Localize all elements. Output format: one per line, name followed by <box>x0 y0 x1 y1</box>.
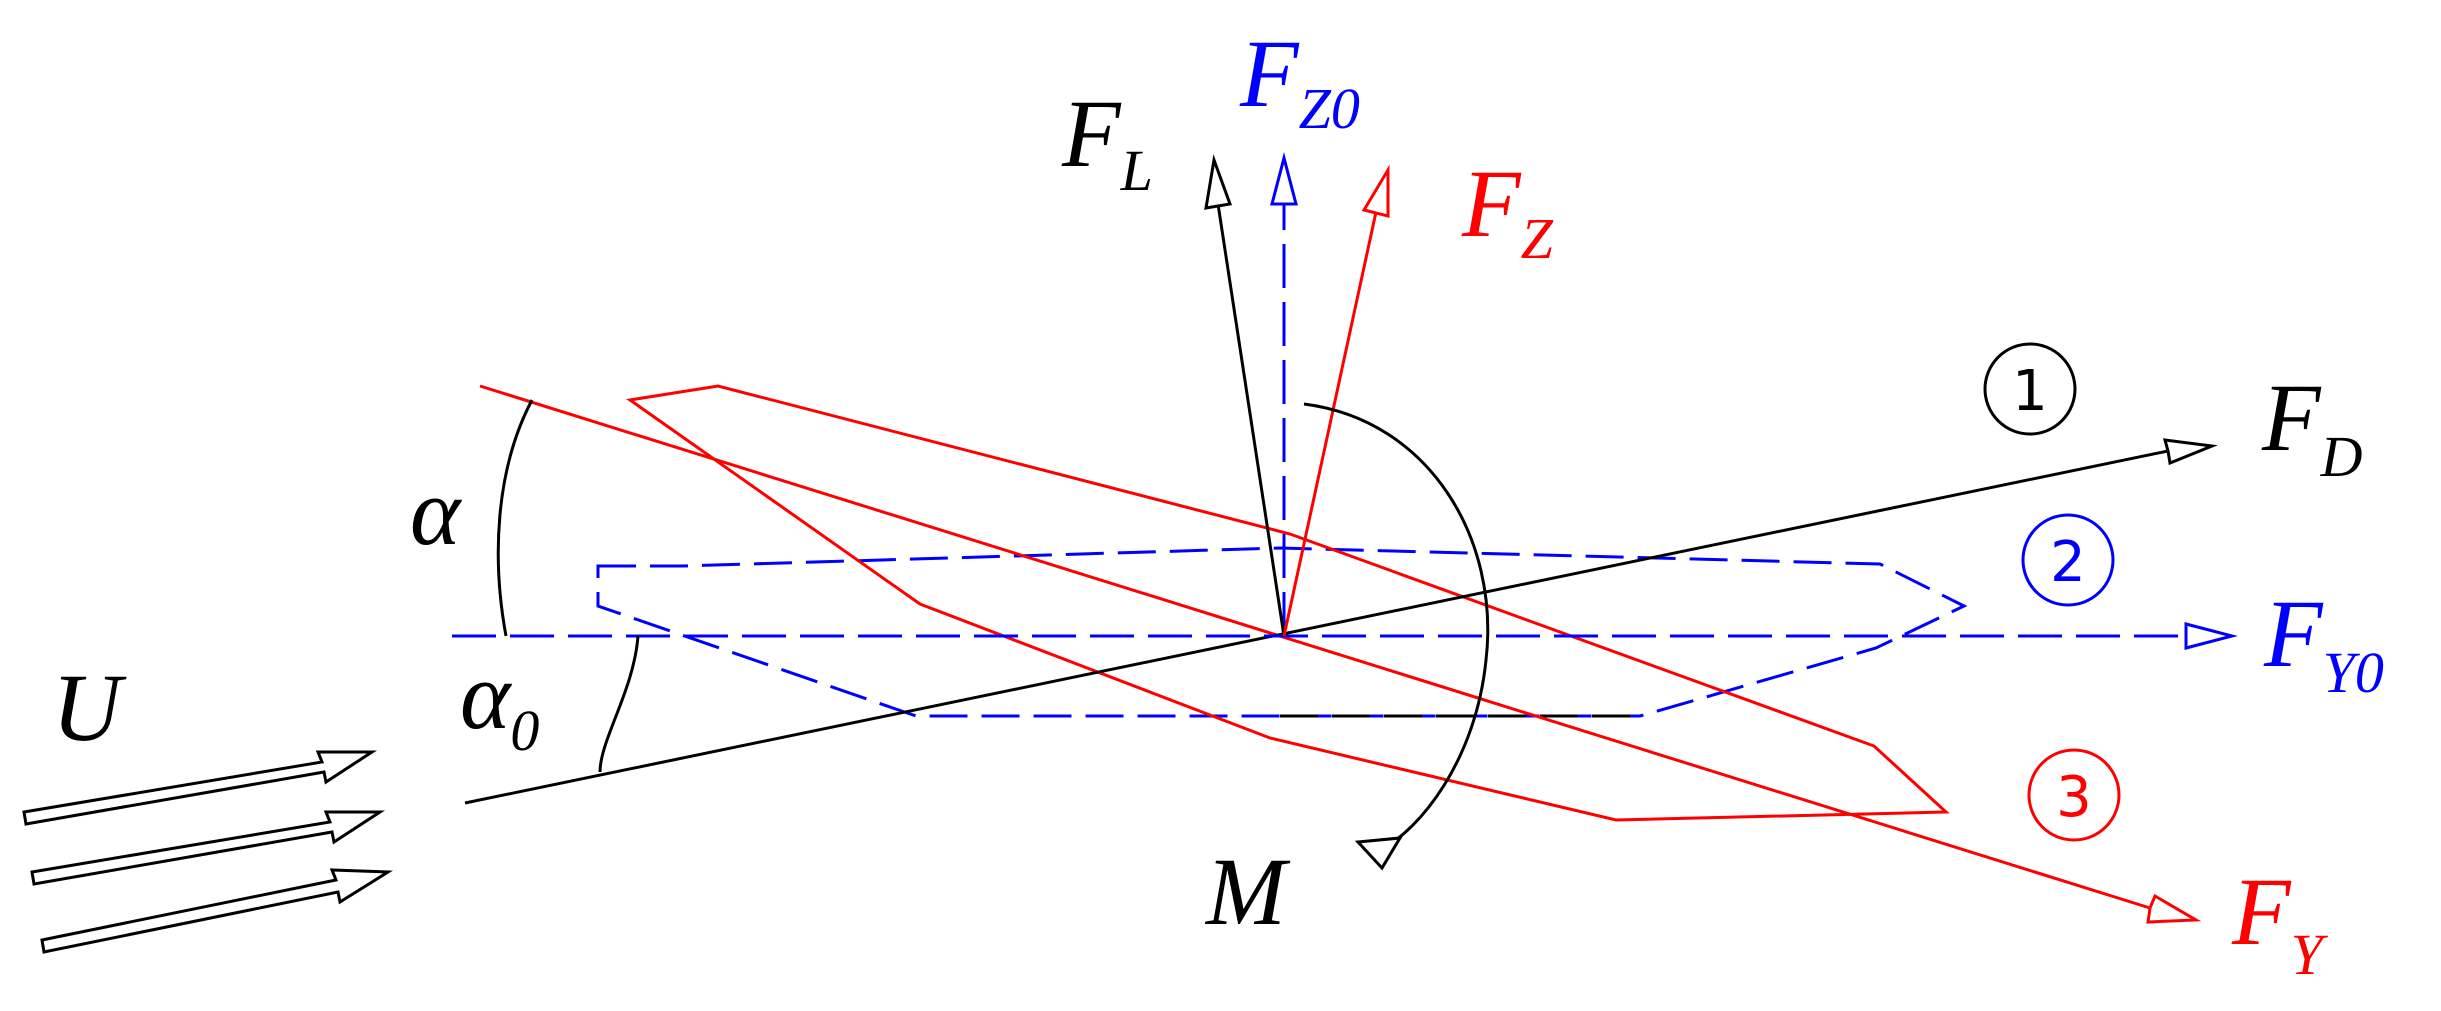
label-u: U <box>52 654 127 761</box>
label-fl: FL <box>1061 80 1153 203</box>
wing-outline-2 <box>596 546 1968 718</box>
svg-text:3: 3 <box>2056 765 2092 830</box>
fz0-arrow <box>1270 152 1298 206</box>
fd-arrow <box>2162 438 2218 466</box>
svg-text:1: 1 <box>2012 359 2048 424</box>
alpha-arc <box>496 399 534 637</box>
flow-arrow-3 <box>40 868 393 954</box>
flow-arrow-1 <box>22 750 378 826</box>
flow-arrows <box>22 750 393 954</box>
moment-arrow <box>1354 836 1403 871</box>
label-fz0: FZ0 <box>1239 20 1360 141</box>
moment-arc <box>1303 402 1490 852</box>
chord-line-3 <box>479 384 2151 910</box>
label-alpha0: α0 <box>460 642 539 763</box>
flow-arrow-2 <box>30 810 386 886</box>
fl-arrow <box>1204 154 1233 210</box>
fy-arrow <box>2146 893 2202 924</box>
label-fd: FD <box>2261 364 2363 489</box>
label-m: M <box>1204 838 1291 945</box>
fl-line <box>1216 203 1286 637</box>
circled-number-2: 2 <box>2021 513 2115 607</box>
circled-number-1: 1 <box>1983 342 2077 436</box>
svg-text:2: 2 <box>2050 530 2086 595</box>
label-alpha: α <box>410 458 462 565</box>
label-fz: FZ <box>1461 150 1554 271</box>
circled-number-3: 3 <box>2027 748 2121 842</box>
label-fy0: FY0 <box>2263 580 2384 705</box>
fz-arrow <box>1361 164 1390 218</box>
label-fy: FY <box>2231 858 2329 987</box>
alpha0-arc <box>598 635 640 773</box>
drag-line <box>464 449 2169 805</box>
wing-outline-3 <box>626 384 1950 822</box>
fy0-arrow <box>2184 622 2238 650</box>
fz-line <box>1282 211 1378 637</box>
